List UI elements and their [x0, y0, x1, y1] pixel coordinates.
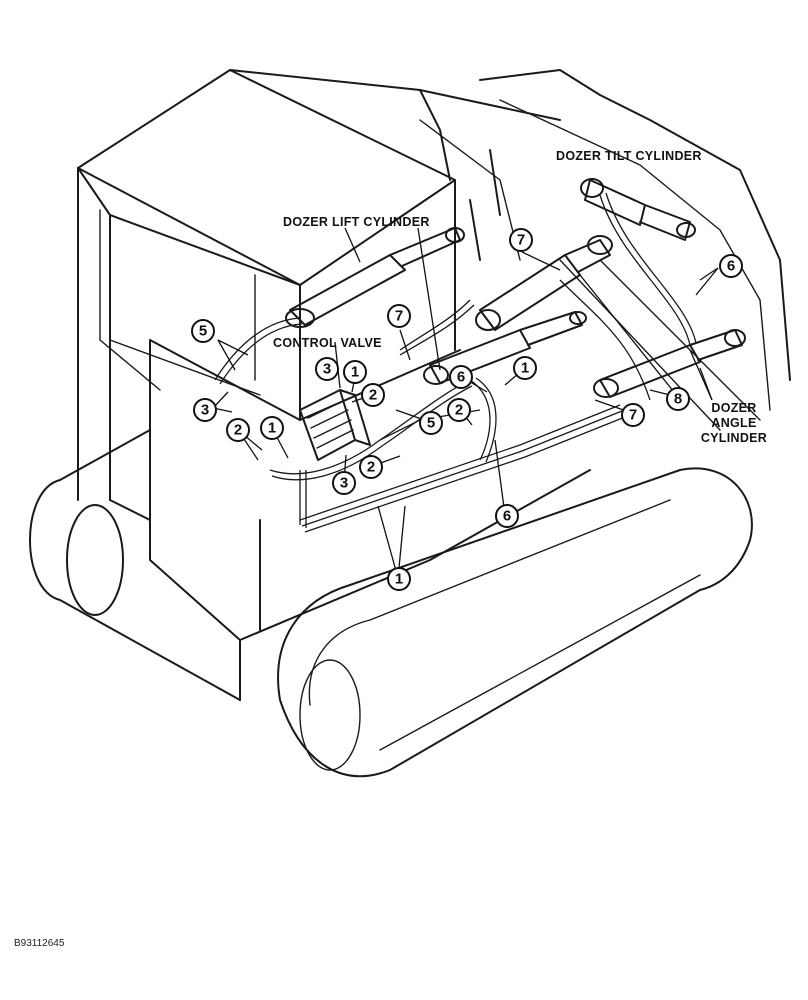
second-lift-cylinder-shape	[475, 235, 613, 331]
callout-number: 2	[234, 422, 242, 439]
callout-number: 1	[521, 360, 529, 377]
callout-1-left: 1	[260, 416, 284, 440]
callout-number: 1	[395, 571, 403, 588]
callout-2-center: 2	[447, 398, 471, 422]
callout-3-top: 3	[315, 357, 339, 381]
machine-body-outline	[29, 69, 791, 778]
callout-number: 3	[340, 475, 348, 492]
callout-number: 8	[674, 391, 682, 408]
callout-6-mid: 6	[449, 365, 473, 389]
dozer-angle-cylinder-shape	[593, 329, 746, 398]
callout-2-low: 2	[359, 455, 383, 479]
label-dozer-angle-cylinder-line1: DOZER	[711, 401, 756, 415]
callout-2-left: 2	[226, 418, 250, 442]
callout-number: 7	[629, 407, 637, 424]
callout-3-low: 3	[332, 471, 356, 495]
callout-5-mid: 5	[419, 411, 443, 435]
callout-5-left: 5	[191, 319, 215, 343]
dozer-lift-cylinder-shape	[285, 227, 465, 328]
third-cylinder-shape	[423, 311, 587, 385]
callout-number: 2	[367, 459, 375, 476]
callout-6-low: 6	[495, 504, 519, 528]
callout-7-right: 7	[621, 403, 645, 427]
callout-3-left: 3	[193, 398, 217, 422]
callout-number: 2	[455, 402, 463, 419]
callout-number: 6	[727, 258, 735, 275]
callout-number: 5	[427, 415, 435, 432]
callout-number: 5	[199, 323, 207, 340]
label-dozer-lift-cylinder: DOZER LIFT CYLINDER	[283, 215, 430, 229]
label-dozer-tilt-cylinder: DOZER TILT CYLINDER	[556, 149, 702, 163]
figure-code: B93112645	[14, 938, 65, 949]
control-valve-shape	[299, 389, 371, 461]
label-dozer-angle-cylinder-line2: ANGLE	[711, 416, 756, 430]
callout-2-top: 2	[361, 383, 385, 407]
dozer-tilt-cylinder-shape	[580, 178, 696, 241]
callout-7-mid: 7	[387, 304, 411, 328]
callout-1-mid: 1	[513, 356, 537, 380]
label-dozer-angle-cylinder-line3: CYLINDER	[701, 431, 767, 445]
callout-number: 6	[503, 508, 511, 525]
callout-number: 7	[395, 308, 403, 325]
callout-number: 3	[201, 402, 209, 419]
callout-number: 7	[517, 232, 525, 249]
hydraulic-hoses	[214, 192, 697, 533]
callout-number: 6	[457, 369, 465, 386]
callout-number: 1	[268, 420, 276, 437]
callout-6-right: 6	[719, 254, 743, 278]
label-control-valve: CONTROL VALVE	[273, 336, 382, 350]
callout-number: 2	[369, 387, 377, 404]
callout-number: 1	[351, 364, 359, 381]
callout-1-top: 1	[343, 360, 367, 384]
callout-7-top: 7	[509, 228, 533, 252]
callout-8-right: 8	[666, 387, 690, 411]
callout-number: 3	[323, 361, 331, 378]
callout-1-bottom: 1	[387, 567, 411, 591]
